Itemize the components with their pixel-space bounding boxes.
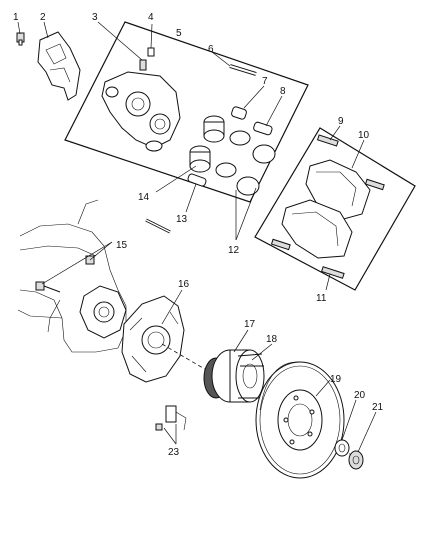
callout-17: 17 — [244, 319, 256, 330]
caliper-kit-box — [64, 21, 309, 203]
part-8-bushing — [253, 121, 273, 136]
callout-6: 6 — [208, 44, 214, 55]
part-18-wheel-studs — [237, 353, 264, 399]
callout-10: 10 — [358, 130, 370, 141]
caliper-pin — [145, 218, 171, 234]
part-7-sleeve — [231, 106, 247, 120]
part-16-splash-shield — [121, 295, 185, 383]
part-12-piston-seal — [215, 130, 276, 196]
part-11-pad-clip — [270, 178, 385, 279]
callout-9: 9 — [338, 116, 344, 127]
part-21-hub-nut — [348, 450, 364, 470]
part-9-pad-clip — [316, 134, 339, 147]
callout-7: 7 — [262, 76, 268, 87]
steering-knuckle — [17, 199, 127, 353]
callout-14: 14 — [138, 192, 150, 203]
part-2-caliper-bracket — [37, 31, 81, 101]
part-3-bleeder-screw — [139, 59, 147, 71]
callout-11: 11 — [316, 293, 327, 304]
callout-8: 8 — [280, 86, 286, 97]
part-5-caliper-housing — [101, 71, 181, 152]
callout-3: 3 — [92, 12, 98, 23]
callout-1: 1 — [13, 12, 19, 23]
leader-lines — [17, 21, 377, 453]
part-15-bolt — [35, 255, 95, 293]
callout-13: 13 — [176, 214, 188, 225]
callout-2: 2 — [40, 12, 46, 23]
brake-pad-box — [254, 127, 416, 291]
callout-21: 21 — [372, 402, 384, 413]
part-14-piston — [189, 115, 225, 173]
part-10-brake-pads — [281, 159, 371, 259]
callout-15: 15 — [116, 240, 128, 251]
callout-19: 19 — [330, 374, 342, 385]
callout-4: 4 — [148, 12, 154, 23]
part-20-washer — [334, 439, 350, 457]
part-23-wheel-speed-sensor — [155, 405, 187, 431]
part-13-guide-sleeve — [187, 173, 207, 187]
callout-23: 23 — [168, 447, 180, 458]
part-6-guide-pin — [229, 64, 257, 76]
part-19-brake-rotor — [255, 361, 345, 479]
callout-20: 20 — [354, 390, 366, 401]
callout-16: 16 — [178, 279, 190, 290]
part-17-hub-bearing — [203, 349, 265, 403]
callout-5: 5 — [176, 28, 182, 39]
callout-labels: 1 2 3 4 5 6 7 8 9 10 11 12 13 14 15 16 1… — [13, 12, 384, 458]
part-1-bolt — [16, 32, 25, 46]
callout-12: 12 — [228, 245, 240, 256]
part-4-bleeder-cap — [147, 47, 155, 57]
callout-18: 18 — [266, 334, 278, 345]
